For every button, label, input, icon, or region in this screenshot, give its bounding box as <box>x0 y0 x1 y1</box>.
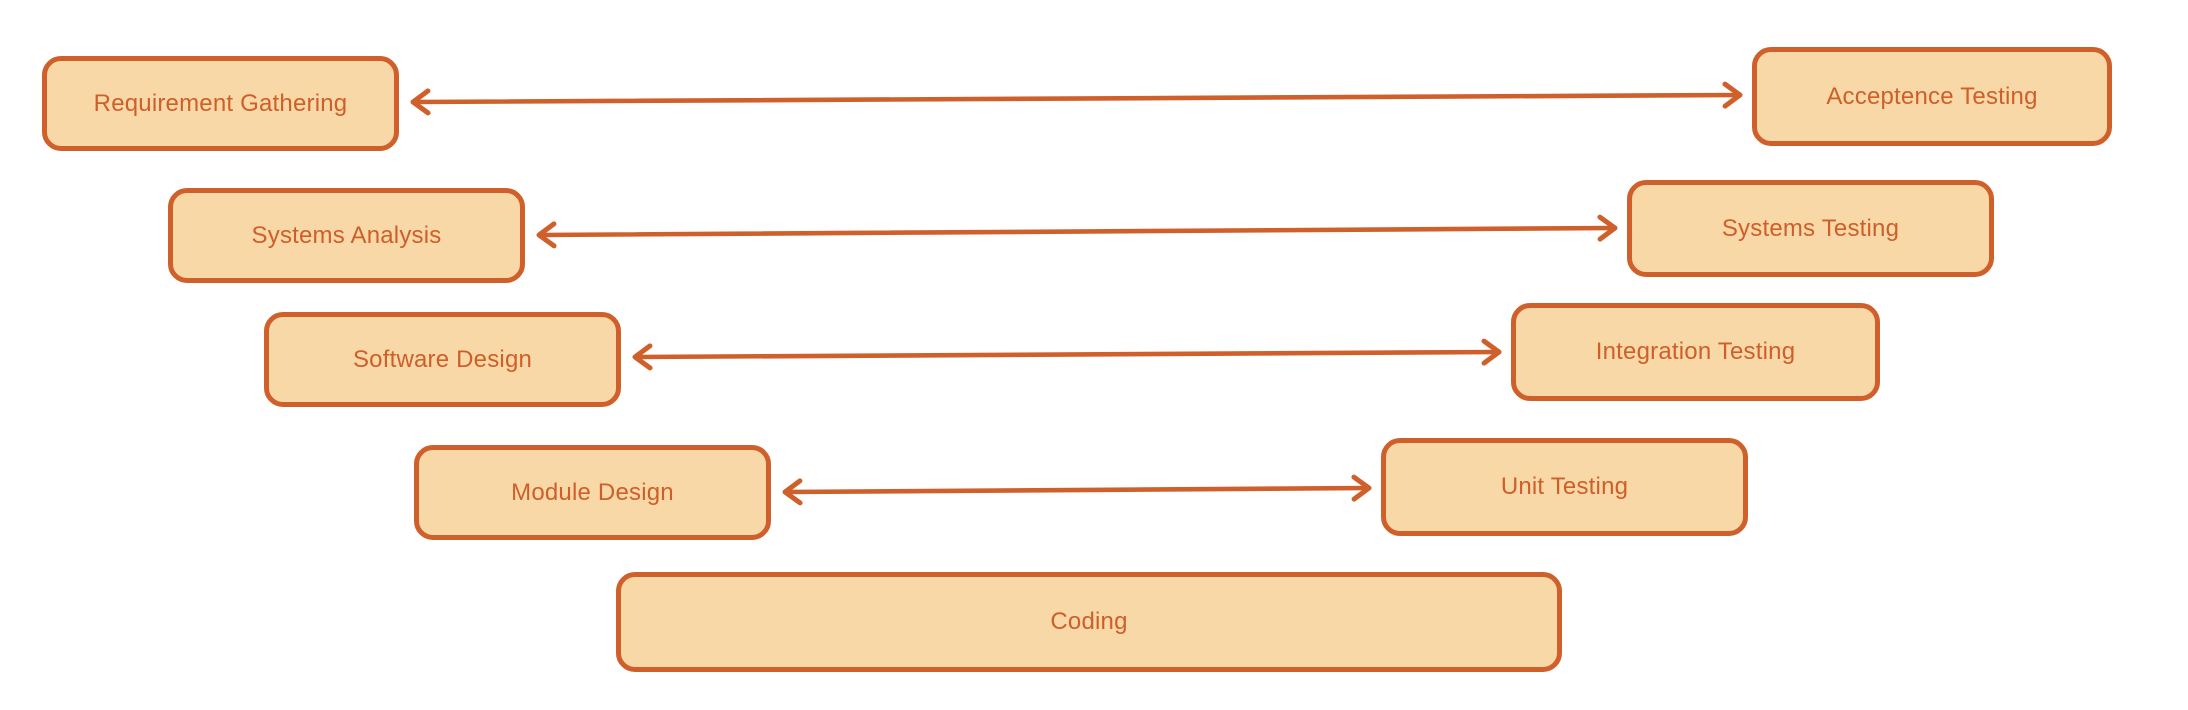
node-label: Systems Analysis <box>251 221 442 249</box>
node-module-design: Module Design <box>414 445 771 540</box>
node-label: Coding <box>1050 608 1128 635</box>
node-label: Requirement Gathering <box>93 89 348 117</box>
double-arrow-analysis-systems <box>536 214 1618 249</box>
node-requirement-gathering: Requirement Gathering <box>42 56 399 151</box>
double-arrow-module-unit <box>782 474 1372 506</box>
node-systems-analysis: Systems Analysis <box>168 188 525 283</box>
node-integration-testing: Integration Testing <box>1511 303 1880 401</box>
node-unit-testing: Unit Testing <box>1381 438 1748 536</box>
node-systems-testing: Systems Testing <box>1627 180 1994 277</box>
double-arrow-requirement-acceptence <box>410 81 1743 116</box>
node-label: Unit Testing <box>1500 473 1629 500</box>
node-acceptence-testing: Acceptence Testing <box>1752 47 2112 146</box>
node-label: Acceptence Testing <box>1826 82 2038 110</box>
node-label: Module Design <box>511 478 674 506</box>
double-arrow-design-integration <box>632 338 1502 371</box>
node-software-design: Software Design <box>264 312 621 407</box>
node-coding: Coding <box>616 572 1562 672</box>
node-label: Software Design <box>352 345 533 373</box>
node-label: Integration Testing <box>1595 338 1796 365</box>
node-label: Systems Testing <box>1721 214 1900 242</box>
